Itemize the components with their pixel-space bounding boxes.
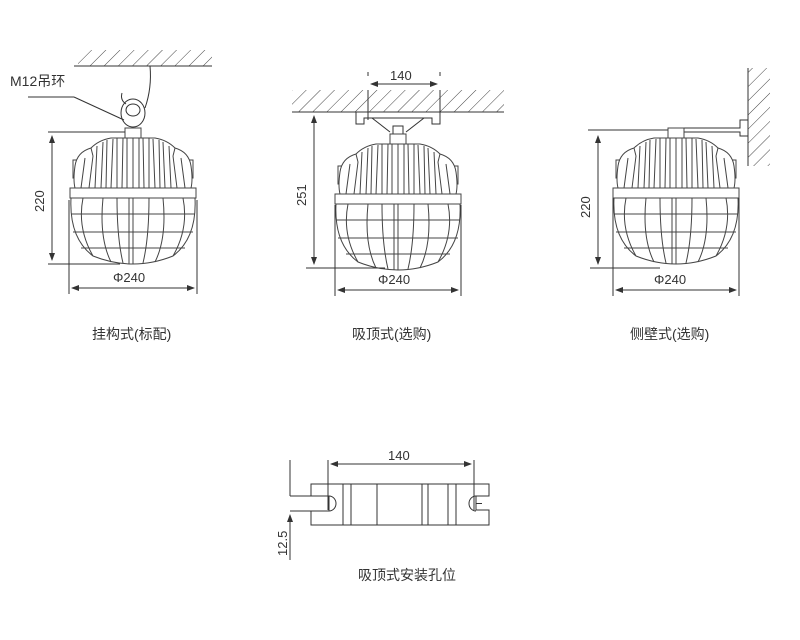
ceiling-view: 140 251 Φ240 吸顶式(选购)	[292, 68, 504, 342]
caption-ceiling: 吸顶式(选购)	[352, 326, 431, 342]
caption-mounting-holes: 吸顶式安装孔位	[358, 567, 456, 583]
lamp-body	[69, 127, 197, 265]
m12-eye-ring	[120, 98, 146, 128]
ceiling-hatch	[78, 48, 212, 66]
ceiling-bracket	[355, 111, 441, 125]
height-label: 251	[294, 184, 309, 206]
wall-view: 220 Φ240 侧壁式(选购)	[578, 68, 770, 342]
lamp-body	[612, 127, 740, 265]
diameter-label: Φ240	[378, 272, 410, 287]
pendant-view: M12吊环 220 Φ240 挂构式(标配)	[10, 40, 214, 342]
diameter-label: Φ240	[654, 272, 686, 287]
mounting-hole-view: 140 12.5 吸顶式安装孔位	[275, 448, 490, 583]
height-label: 220	[32, 190, 47, 212]
caption-wall: 侧壁式(选购)	[630, 326, 709, 342]
wall-bracket	[679, 119, 749, 137]
caption-pendant: 挂构式(标配)	[92, 326, 171, 342]
offset-label: 12.5	[275, 531, 290, 556]
callout-m12-ring: M12吊环	[10, 73, 65, 89]
mounting-plate	[310, 483, 490, 526]
ceiling-hatch	[292, 90, 504, 112]
lamp-body	[334, 133, 462, 271]
spacing-label: 140	[390, 68, 412, 83]
spacing-label: 140	[388, 448, 410, 463]
hook	[144, 65, 151, 109]
diameter-label: Φ240	[113, 270, 145, 285]
wall-hatch	[748, 68, 770, 166]
height-label: 220	[578, 196, 593, 218]
